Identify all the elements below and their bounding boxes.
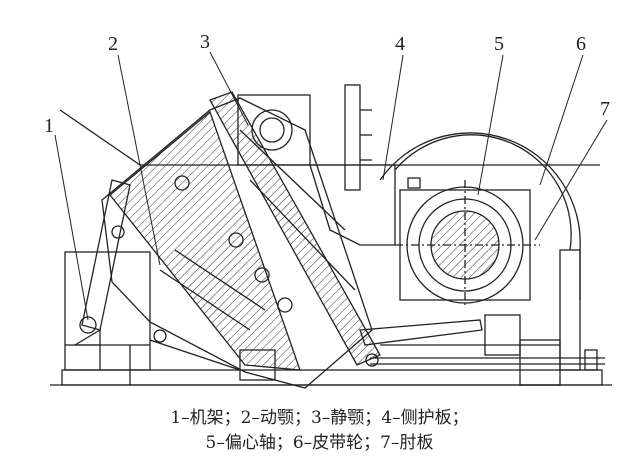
label-4: 4	[395, 33, 405, 55]
label-6: 6	[576, 33, 586, 55]
eccentric-shaft	[395, 180, 540, 305]
belt-pulley	[379, 132, 581, 300]
caption-line-1: 1–机架；2–动颚；3–静颚；4–侧护板；	[170, 408, 469, 428]
tension-cylinder	[79, 179, 131, 334]
label-2: 2	[108, 33, 118, 55]
fixed-jaw	[209, 91, 381, 366]
jaw-crusher-drawing: 1 2 3 4 5 6 7	[44, 31, 612, 389]
side-guard-plate	[309, 164, 421, 246]
leader-lines	[54, 51, 608, 321]
frame	[50, 109, 612, 386]
caption-line-2: 5–偏心轴；6–皮带轮；7–肘板	[205, 433, 434, 453]
label-5: 5	[494, 33, 504, 55]
label-7: 7	[600, 98, 610, 120]
moving-jaw	[101, 97, 373, 389]
eccentric-housing	[237, 84, 372, 191]
toggle-plate	[359, 314, 605, 386]
label-3: 3	[200, 31, 210, 53]
label-1: 1	[44, 115, 54, 137]
